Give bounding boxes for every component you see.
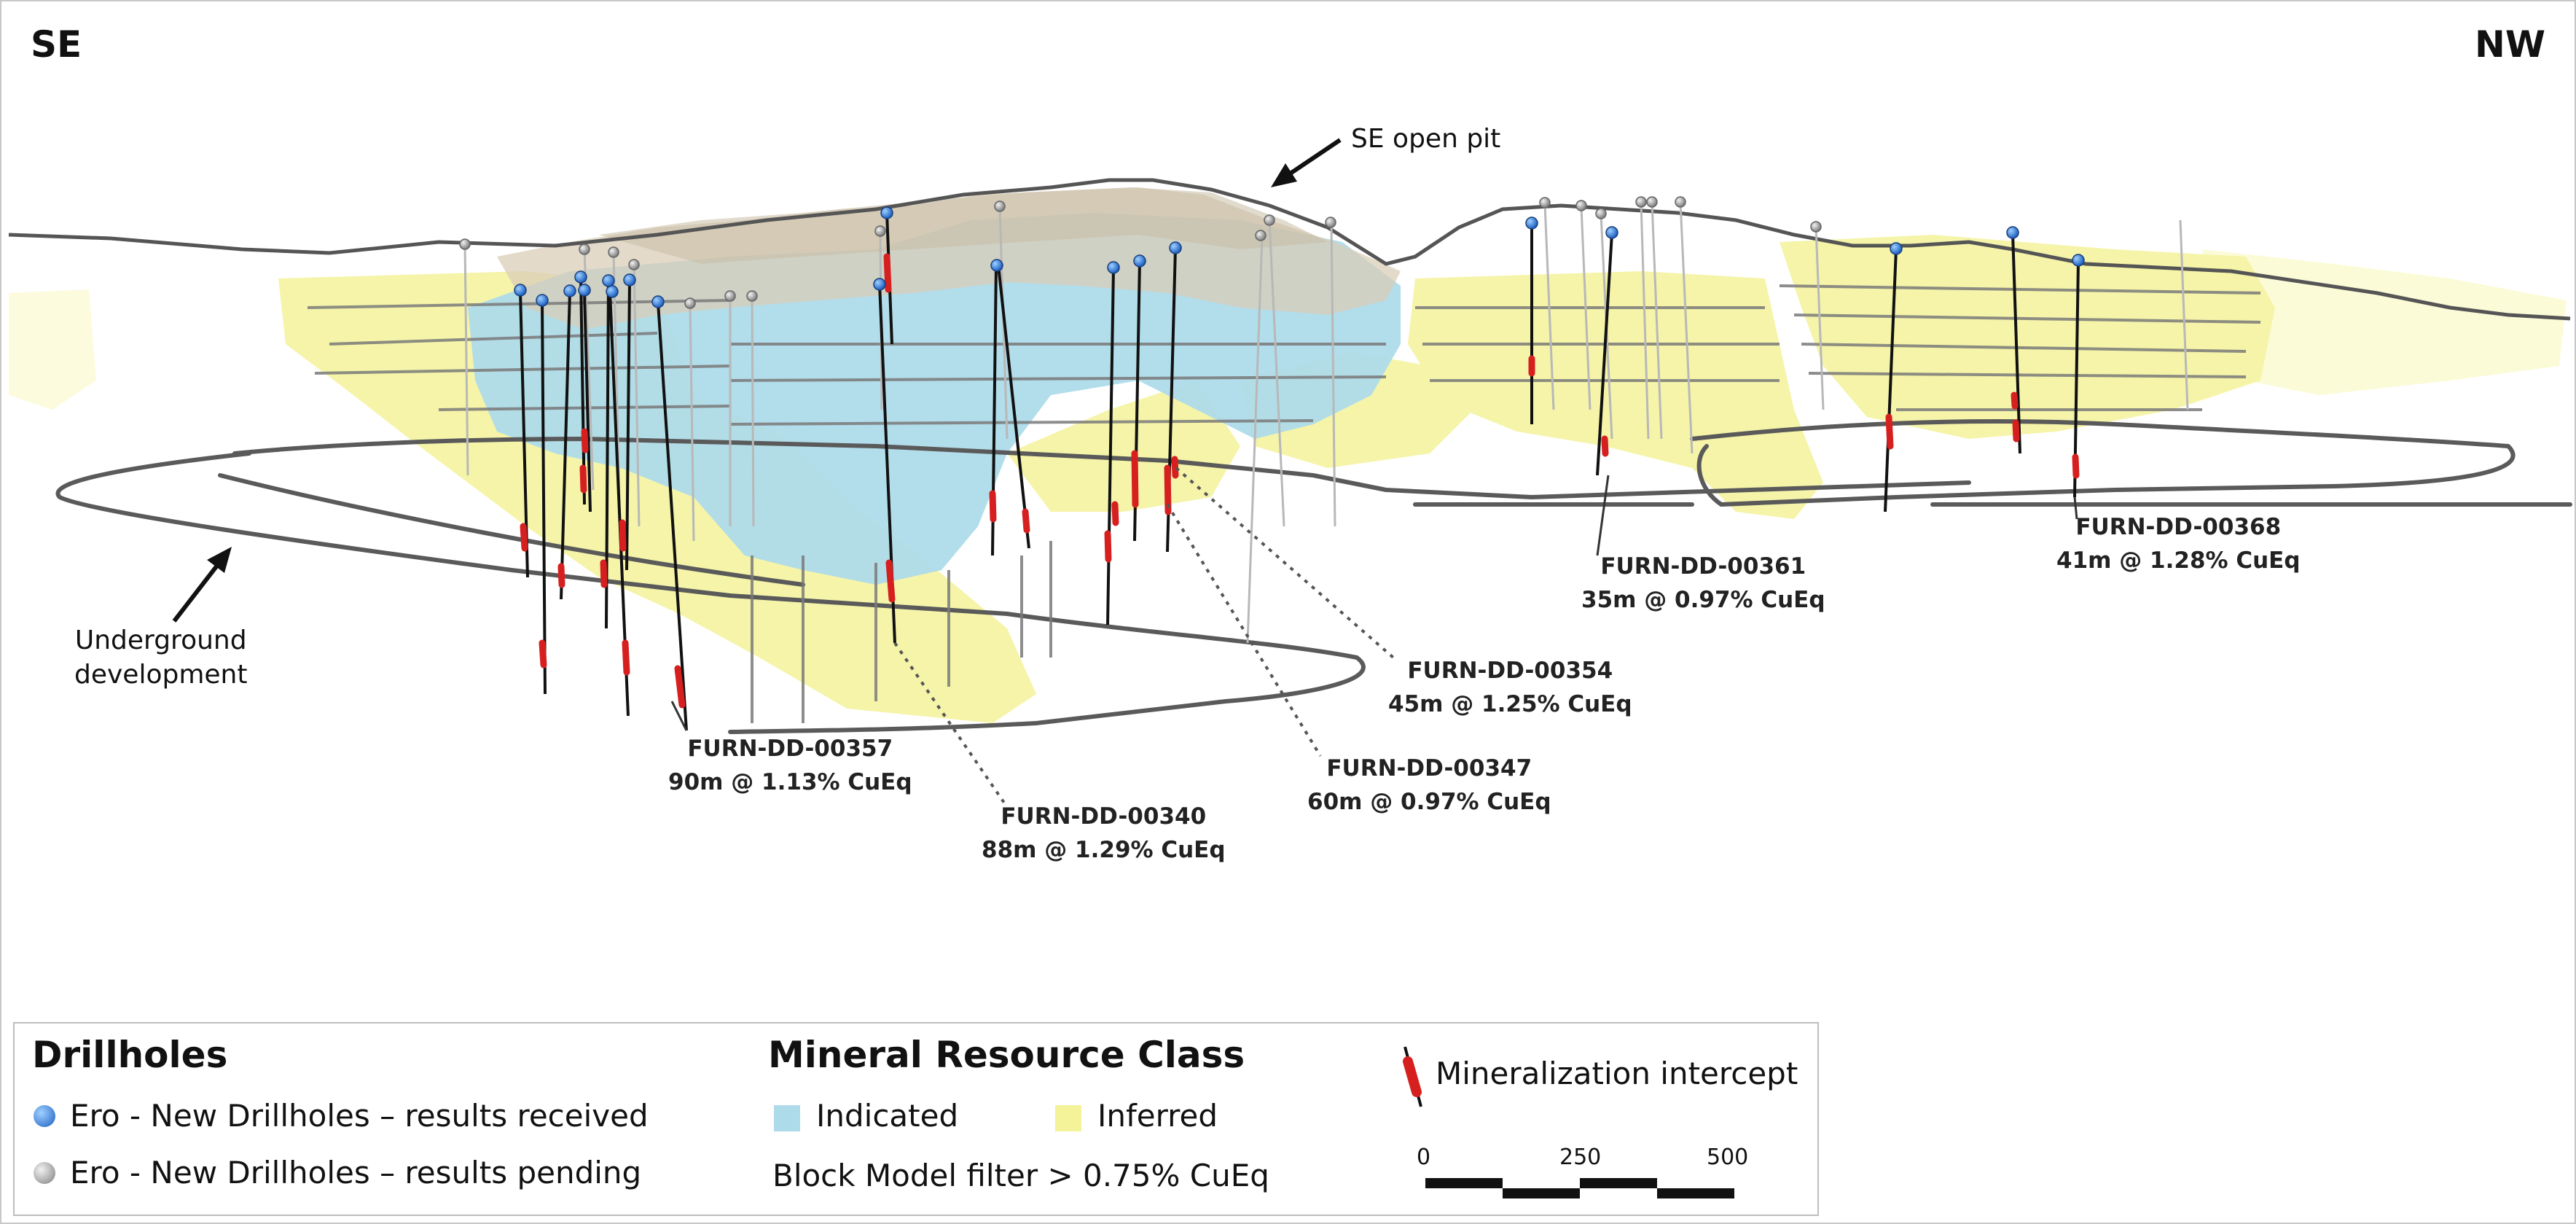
scale-bar (1425, 1178, 1734, 1204)
label-furn-dd-00357: FURN-DD-00357 90m @ 1.13% CuEq (668, 732, 912, 799)
callout-underground-line1: Underground (74, 625, 247, 655)
received-collars (514, 206, 2085, 308)
label-furn-dd-00361: FURN-DD-00361 35m @ 0.97% CuEq (1581, 550, 1825, 617)
callout-underground: Underground development (74, 623, 247, 692)
hole-id: FURN-DD-00361 (1600, 553, 1806, 580)
label-furn-dd-00347: FURN-DD-00347 60m @ 0.97% CuEq (1307, 752, 1551, 819)
legend-resource-title: Mineral Resource Class (768, 1034, 1245, 1076)
mineralization-intercept-icon (1403, 1046, 1422, 1107)
label-leader-solid (670, 475, 2078, 731)
legend-received-label: Ero - New Drillholes – results received (70, 1098, 649, 1134)
scale-tick-250: 250 (1559, 1145, 1602, 1170)
legend-inferred-label: Inferred (1097, 1098, 1218, 1134)
legend-panel: Drillholes Ero - New Drillholes – result… (13, 1022, 1819, 1216)
long-section-diagram (8, 138, 2572, 808)
scale-segment-4 (1657, 1188, 1734, 1198)
legend-intercept-label: Mineralization intercept (1436, 1056, 1798, 1091)
legend-indicated-label: Indicated (816, 1098, 959, 1134)
development-levels (307, 284, 2261, 723)
scale-segment-1 (1425, 1178, 1503, 1188)
hole-id: FURN-DD-00354 (1407, 658, 1613, 684)
direction-se: SE (31, 23, 82, 66)
scale-tick-0: 0 (1417, 1145, 1431, 1170)
scale-segment-2 (1503, 1188, 1580, 1198)
hole-result: 88m @ 1.29% CuEq (982, 837, 1226, 863)
hole-id: FURN-DD-00340 (1001, 803, 1207, 830)
label-furn-dd-00368: FURN-DD-00368 41m @ 1.28% CuEq (2056, 510, 2301, 577)
legend-filter-note: Block Model filter > 0.75% CuEq (772, 1158, 1269, 1193)
mineralization-intercepts (520, 253, 2080, 709)
legend-drillholes-title: Drillholes (32, 1034, 228, 1076)
pending-drillhole-traces (463, 202, 2189, 644)
hole-result: 41m @ 1.28% CuEq (2056, 547, 2301, 574)
inferred-resource-zones (9, 235, 2567, 723)
underground-development (55, 419, 2572, 734)
hole-id: FURN-DD-00357 (687, 736, 893, 762)
hole-id: FURN-DD-00347 (1326, 755, 1532, 781)
label-furn-dd-00354: FURN-DD-00354 45m @ 1.25% CuEq (1388, 654, 1632, 721)
callout-underground-line2: development (74, 660, 248, 690)
open-pit-shell-upper (599, 187, 1328, 264)
topographic-surface (8, 178, 2571, 321)
scale-segment-3 (1580, 1178, 1657, 1188)
label-leader-lines (893, 467, 1395, 808)
callout-open-pit: SE open pit (1351, 124, 1501, 154)
hole-result: 45m @ 1.25% CuEq (1388, 691, 1632, 717)
legend-pending-label: Ero - New Drillholes – results pending (70, 1155, 642, 1190)
received-drillhole-icon (34, 1105, 55, 1127)
hole-id: FURN-DD-00368 (2075, 514, 2282, 540)
hole-result: 90m @ 1.13% CuEq (668, 769, 912, 795)
scale-tick-500: 500 (1707, 1145, 1749, 1170)
pending-collars (459, 196, 1822, 309)
hole-result: 35m @ 0.97% CuEq (1581, 587, 1825, 613)
indicated-swatch-icon (774, 1105, 800, 1131)
callout-arrows (172, 138, 1342, 623)
pending-drillhole-icon (34, 1162, 55, 1184)
direction-nw: NW (2475, 23, 2545, 66)
inferred-swatch-icon (1055, 1105, 1081, 1131)
hole-result: 60m @ 0.97% CuEq (1307, 789, 1551, 815)
label-furn-dd-00340: FURN-DD-00340 88m @ 1.29% CuEq (982, 800, 1226, 867)
